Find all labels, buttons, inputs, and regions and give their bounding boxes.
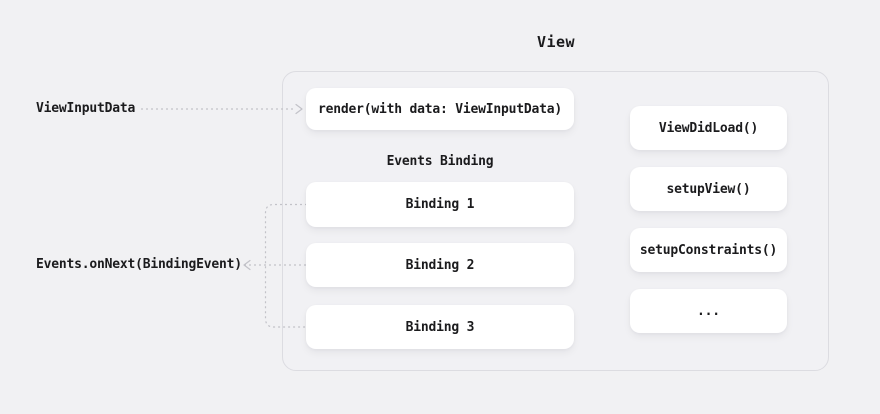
node-binding-1: Binding 1 — [306, 182, 574, 227]
node-setup-constraints: setupConstraints() — [630, 228, 787, 272]
events-binding-heading: Events Binding — [386, 154, 494, 169]
diagram-title: View — [536, 33, 576, 51]
label-events-on-next: Events.onNext(BindingEvent) — [36, 257, 242, 272]
node-ellipsis: ... — [630, 289, 787, 333]
label-view-input-data: ViewInputData — [36, 101, 136, 116]
node-binding-2: Binding 2 — [306, 243, 574, 287]
arrow-left-icon — [243, 259, 251, 271]
node-binding-3: Binding 3 — [306, 305, 574, 349]
node-render: render(with data: ViewInputData) — [306, 88, 574, 130]
node-view-did-load: ViewDidLoad() — [630, 106, 787, 150]
node-setup-view: setupView() — [630, 167, 787, 211]
